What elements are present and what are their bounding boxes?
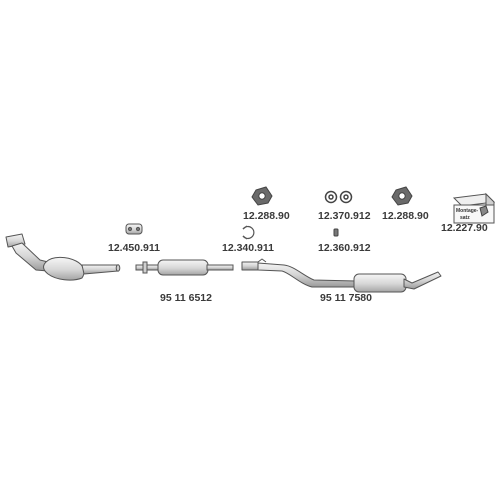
double-rubber-mount-icon — [324, 190, 353, 204]
rear-silencer-inlet-pipe — [257, 262, 357, 288]
part-number-clamp: 12.450.911 — [108, 242, 160, 254]
middle-silencer-part — [135, 259, 234, 276]
rear-silencer-inlet-sleeve — [241, 261, 259, 271]
rear-silencer-part — [241, 258, 442, 293]
rear-silencer-body — [353, 273, 407, 293]
middle-silencer-body — [157, 259, 209, 276]
rear-silencer-hanger — [257, 258, 267, 263]
middle-silencer-outlet-pipe — [206, 264, 234, 271]
middle-silencer-inlet-pipe — [135, 264, 161, 271]
part-number-mounting-kit: 12.227.90 — [441, 222, 488, 234]
part-number-bolt: 12.360.912 — [318, 242, 371, 254]
part-number-rear-silencer: 95 11 7580 — [320, 292, 372, 304]
clamp-icon — [125, 223, 143, 235]
part-number-middle-silencer: 95 11 6512 — [160, 292, 212, 304]
part-number-double-rubber-mount: 12.370.912 — [318, 210, 371, 222]
mounting-kit-box-line1: Montage- — [456, 208, 479, 214]
bolt-icon — [333, 228, 339, 237]
rear-silencer-tailpipe — [403, 271, 442, 290]
part-number-ring-clamp: 12.340.911 — [222, 242, 274, 254]
mounting-kit-box-line2: satz — [460, 215, 470, 221]
middle-silencer-inlet-flange — [142, 261, 148, 274]
part-number-rubber-mount-right: 12.288.90 — [382, 210, 429, 222]
converter-outlet-pipe — [81, 264, 119, 275]
converter-outlet-end — [115, 264, 121, 272]
part-number-rubber-mount-left: 12.288.90 — [243, 210, 290, 222]
catalytic-converter-part — [5, 233, 121, 281]
converter-body — [43, 256, 85, 281]
ring-clamp-icon — [242, 225, 255, 240]
mounting-kit-box-icon: Montage- satz — [452, 192, 496, 224]
rubber-mount-icon — [391, 186, 413, 206]
rubber-mount-icon — [251, 186, 273, 206]
